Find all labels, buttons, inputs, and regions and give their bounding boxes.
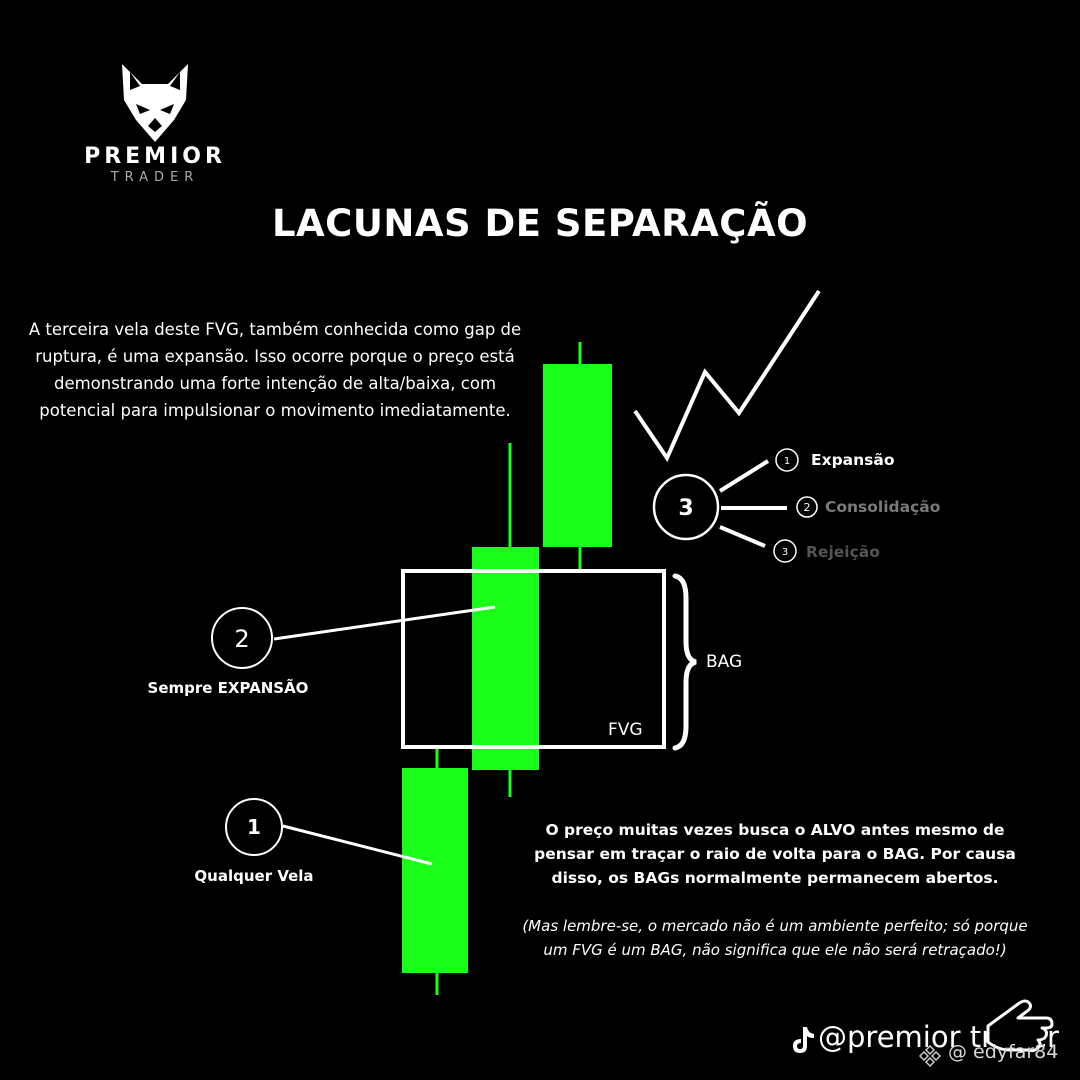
marker-2-circle xyxy=(211,607,273,669)
outcome-1-circle xyxy=(775,448,799,472)
bag-label: BAG xyxy=(706,652,743,672)
outcome-3-label: Rejeição xyxy=(806,543,880,561)
fvg-label: FVG xyxy=(608,720,643,740)
marker-3-circle xyxy=(652,473,720,541)
outcome-3-circle xyxy=(773,539,797,563)
candle-1-body xyxy=(402,768,468,973)
marker-2-number: 2 xyxy=(234,625,249,653)
marker-2-label: Sempre EXPANSÃO xyxy=(148,678,309,697)
watermark-icon xyxy=(918,1044,942,1068)
outcome-3-number: 3 xyxy=(782,547,788,558)
intro-text: A terceira vela deste FVG, também conhec… xyxy=(28,320,522,420)
outcome-2-circle xyxy=(796,496,818,518)
marker-3-connector-expansion xyxy=(718,459,770,493)
marker-3-number: 3 xyxy=(678,496,693,521)
marker-1-connector xyxy=(282,824,433,866)
pointing-hand-icon xyxy=(986,999,1054,1053)
wolf-head-icon xyxy=(122,64,188,142)
fvg-box xyxy=(401,569,666,749)
candle-2-body xyxy=(472,547,539,770)
brand-name: PREMIOR xyxy=(84,144,226,169)
note-text: O preço muitas vezes busca o ALVO antes … xyxy=(534,821,1016,887)
marker-3-connector-rejection xyxy=(719,525,766,548)
bag-brace xyxy=(672,573,697,751)
outcome-1-number: 1 xyxy=(784,456,790,467)
marker-1-circle xyxy=(225,798,283,856)
outcome-2-label: Consolidação xyxy=(825,498,940,516)
outcome-1-label: Expansão xyxy=(811,451,895,469)
brand-sub: TRADER xyxy=(110,170,200,185)
candle-3-body xyxy=(543,364,612,547)
tiktok-icon xyxy=(793,1027,814,1053)
outcome-2-number: 2 xyxy=(804,501,811,514)
watermark-text: @ edyfar84 xyxy=(948,1041,1059,1063)
page-title: LACUNAS DE SEPARAÇÃO xyxy=(271,202,809,245)
marker-2-connector xyxy=(273,605,496,641)
marker-1-label: Qualquer Vela xyxy=(194,867,313,885)
price-path xyxy=(633,289,821,463)
marker-1-number: 1 xyxy=(247,815,261,839)
note-italic-text: (Mas lembre-se, o mercado não é um ambie… xyxy=(522,917,1028,959)
